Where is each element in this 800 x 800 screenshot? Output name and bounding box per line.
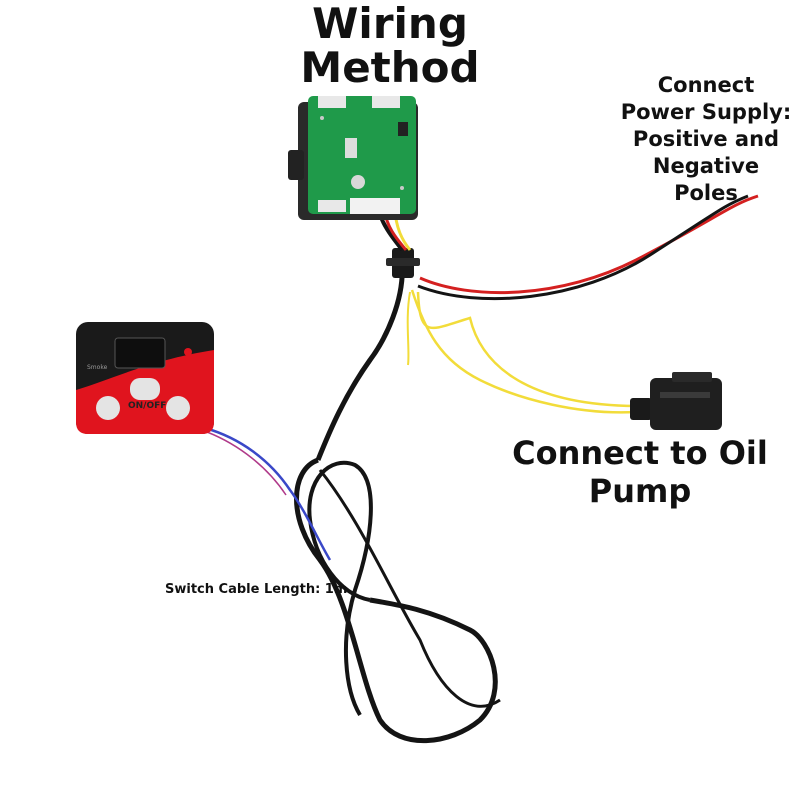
control-board (288, 96, 418, 220)
control-panel (76, 322, 214, 434)
power-supply-wires (417, 194, 759, 301)
oil-pump-wires (406, 289, 637, 414)
oil-pump-label: Connect to Oil Pump (490, 434, 790, 510)
pump-label-line-1: Connect to Oil (512, 434, 768, 472)
title-line-1: Wiring (312, 0, 468, 48)
on-off-label: ON/OFF (128, 401, 167, 411)
power-label-line-3: Positive and (632, 127, 780, 151)
power-supply-label: Connect Power Supply: Positive and Negat… (596, 72, 800, 207)
title-line-2: Method (300, 43, 480, 92)
power-label-line-1: Connect (657, 73, 755, 97)
cable-length-label: Switch Cable Length: 1m (165, 582, 348, 597)
switch-cable (204, 261, 501, 744)
oil-pump-connector (630, 372, 722, 430)
pump-label-line-2: Pump (588, 472, 692, 510)
inline-connector (376, 209, 420, 278)
power-label-line-2: Power Supply: (620, 100, 792, 124)
panel-brand-text: Smoke (87, 364, 108, 371)
power-label-line-4: Negative (652, 154, 760, 178)
power-label-line-5: Poles (674, 181, 738, 205)
diagram-title: Wiring Method (240, 2, 540, 90)
